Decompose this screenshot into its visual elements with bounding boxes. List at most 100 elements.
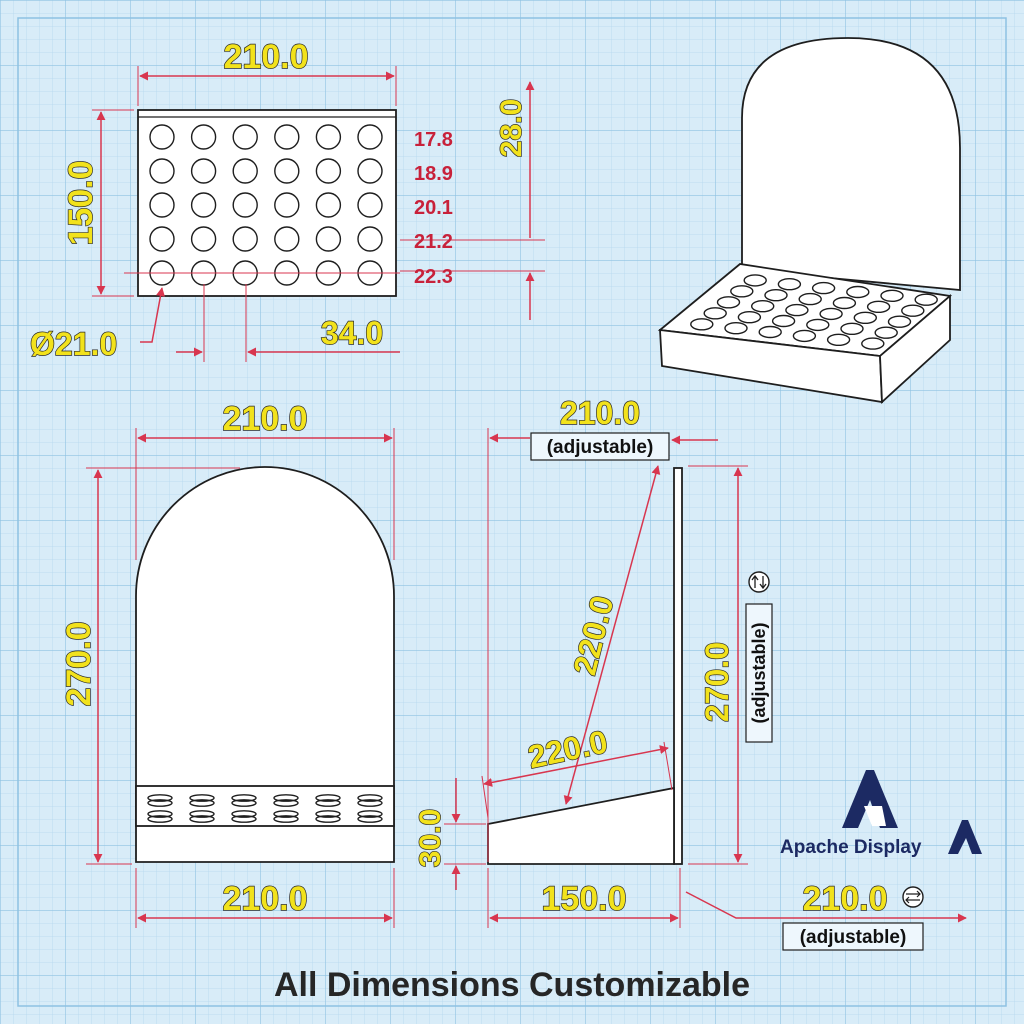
front-view-hole [315,810,341,818]
side-extend-adjustable-label: (adjustable) [800,927,907,948]
iso-hole [743,274,767,287]
iso-hole [806,318,830,332]
front-view-hole [273,810,299,818]
top-view-hole [315,158,342,184]
side-top-adjustable-box [530,432,670,461]
front-view-hole [147,815,173,823]
front-view-hole [231,799,257,807]
iso-hole [730,285,754,298]
front-view-hole [315,799,341,807]
brand-name: Apache Display [780,837,922,858]
hole-diameter-leader [140,287,165,343]
top-view-plate [137,109,397,297]
hole-diameter-label: Ø21.0 [30,326,117,362]
iso-hole [861,337,885,350]
front-view-hole [189,799,215,807]
iso-hole [840,322,864,335]
front-view-hole [273,799,299,807]
iso-hole [819,307,843,321]
front-view-hole [231,794,257,802]
top-view-hole [315,226,342,252]
front-view-hole [273,815,299,823]
side-top-adjustable-label: (adjustable) [547,437,654,458]
top-view-hole [357,192,383,218]
front-view-hole [315,815,341,823]
side-height-adjustable-label: (adjustable) [749,622,769,723]
iso-hole [798,292,822,306]
brand-small-logo-icon [948,820,982,854]
iso-hole [785,303,809,317]
row-offset-label: 21.2 [414,231,453,253]
front-height-label: 270.0 [60,621,98,706]
side-view: 210.0 (adjustable) 220.0 220.0 270.0 (ad… [481,394,967,951]
iso-hole [846,285,870,299]
side-diagonal-base-line [483,745,669,787]
brand-logo-icon: A [842,770,898,828]
iso-hole-grid [690,274,938,350]
iso-hole [703,307,727,320]
side-height-adjustable-box [745,603,773,743]
horizontal-adjust-icon [902,886,924,908]
top-view-hole [149,226,175,252]
front-view-hole [147,799,173,807]
side-height-label: 270.0 [699,642,735,722]
top-view-hole [274,192,300,218]
side-base-extension-left [481,775,489,819]
top-height-label: 150.0 [62,160,100,245]
front-view-panel [135,466,395,863]
top-view-hole [274,124,300,150]
top-view-hole [149,124,175,150]
front-hole-grid [147,794,383,823]
front-view-hole [357,810,383,818]
top-view-hole [232,158,258,184]
brand-block: A Apache Display [780,770,982,858]
row-offset-label: 22.3 [414,266,453,288]
iso-hole [901,304,925,317]
side-top-width-label: 210.0 [560,395,640,431]
iso-hole [758,325,782,339]
row-offset-label: 20.1 [414,197,453,219]
front-view-hole [147,794,173,802]
top-view-hole [357,226,383,252]
iso-hole [716,296,741,309]
iso-hole [853,311,877,324]
iso-hole [880,289,904,302]
iso-hole [777,278,802,291]
top-view-hole [232,192,258,218]
front-view-hole [231,810,257,818]
depth-label: 28.0 [495,99,528,157]
iso-hole [724,322,748,335]
vertical-adjust-icon [748,571,770,593]
top-view-hole [149,158,175,184]
iso-back-panel [741,37,961,291]
side-extend-adjustable-box [782,922,924,951]
row-offset-label: 18.9 [414,163,453,185]
side-back-panel [673,467,683,865]
top-view-hole [232,226,258,252]
side-extend-line [685,891,967,923]
iso-hole [811,281,836,295]
top-view-hole [149,192,175,218]
front-view-hole [189,815,215,823]
row-offset-label: 17.8 [414,129,453,151]
top-view-hole [357,124,383,150]
footer-caption: All Dimensions Customizable [274,966,750,1004]
front-top-width-label: 210.0 [222,400,307,438]
front-view-hole [357,794,383,802]
front-view-hole [189,794,215,802]
hole-pitch-label: 34.0 [321,315,383,351]
front-view: 210.0 270.0 210.0 30.0 [59,399,486,928]
top-view-hole [190,192,217,218]
top-view-hole [190,226,217,252]
top-view-hole [274,226,300,252]
top-view-hole [315,192,342,218]
top-view-hole [232,124,258,150]
front-view-hole [315,794,341,802]
iso-hole [832,296,857,310]
top-width-label: 210.0 [223,38,308,76]
top-view: 210.0 150.0 28.0 17.8 18.9 20.1 21.2 22.… [29,37,545,363]
row-offset-labels: 17.8 18.9 20.1 21.2 22.3 [414,129,453,288]
side-base-depth-label: 150.0 [541,880,626,918]
top-view-hole [357,158,383,184]
top-view-hole [190,124,217,150]
